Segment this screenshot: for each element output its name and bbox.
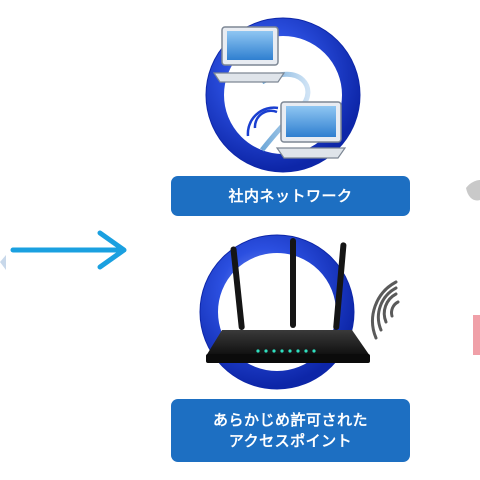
edge-fragment-left [0, 255, 6, 270]
networked-computers-icon [205, 17, 361, 173]
arrow-right-icon [10, 230, 127, 270]
wireless-signal-icon [371, 280, 400, 340]
network-label-text: 社内ネットワーク [228, 186, 353, 205]
edge-fragment-right-top [466, 180, 480, 201]
access-point-label-line-2: アクセスポイント [228, 431, 353, 450]
edge-fragment-right-mid [473, 315, 480, 355]
network-label: 社内ネットワーク [171, 176, 410, 216]
access-point-label: あらかじめ許可された アクセスポイント [171, 399, 410, 462]
access-point-label-line-1: あらかじめ許可された [212, 410, 368, 429]
wifi-router-icon [199, 234, 370, 390]
